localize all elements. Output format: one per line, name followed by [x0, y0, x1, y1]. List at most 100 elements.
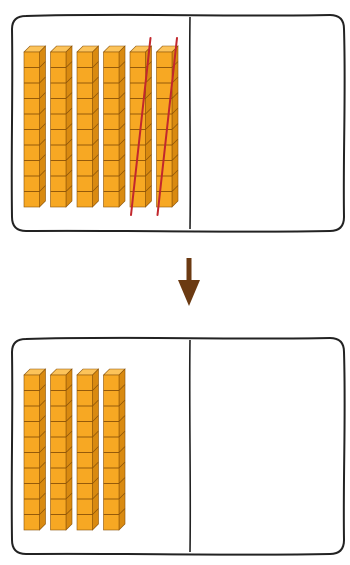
cube-seam-side: [118, 123, 126, 130]
cube-seam-side: [118, 461, 126, 469]
cube-seam-side: [65, 92, 73, 99]
cube-seam-side: [65, 492, 73, 500]
cube-seam-side: [92, 384, 99, 391]
cube-seam-side: [65, 508, 73, 515]
cube-seam-side: [65, 61, 73, 68]
cube-seam-side: [39, 185, 46, 192]
cube-seam-side: [145, 185, 152, 192]
cube-seam-side: [65, 76, 73, 84]
strike-through-mark: [156, 37, 178, 216]
ten-rod: [102, 368, 126, 531]
cube-seam-side: [39, 384, 46, 391]
ten-rod: [23, 45, 47, 208]
cube-seam-side: [145, 92, 152, 99]
cube-seam-side: [118, 492, 126, 500]
cube-seam-side: [118, 430, 126, 438]
cube-seam-side: [92, 508, 99, 515]
cube-seam-side: [65, 169, 73, 177]
cube-seam-side: [39, 154, 46, 161]
cube-seam-side: [39, 446, 46, 453]
cube-seam-side: [39, 123, 46, 130]
cube-seam-side: [65, 446, 73, 453]
cube-seam-side: [39, 492, 46, 500]
cube-seam-side: [92, 430, 99, 438]
cube-seam-side: [65, 185, 73, 192]
cube-seam-side: [145, 123, 152, 130]
ten-rod: [49, 368, 73, 531]
cube-seam-side: [65, 415, 73, 422]
before-panel: [10, 13, 346, 233]
cube-seam-side: [65, 477, 73, 484]
arrow-head: [178, 280, 200, 306]
ten-rod: [49, 45, 73, 208]
cube-seam-side: [65, 154, 73, 161]
cube-seam-side: [92, 399, 99, 407]
cube-seam-side: [171, 138, 179, 146]
cube-seam-side: [65, 384, 73, 391]
cube-seam-side: [65, 107, 73, 115]
ten-rod: [23, 368, 47, 531]
cube-seam-side: [39, 430, 46, 438]
cube-seam-side: [39, 76, 46, 84]
cube-seam-side: [171, 123, 179, 130]
strike-through-mark: [130, 37, 152, 216]
cube-seam-side: [92, 461, 99, 469]
cube-seam-side: [118, 399, 126, 407]
cube-seam-side: [92, 446, 99, 453]
cube-seam-side: [145, 138, 152, 146]
cube-seam-side: [145, 154, 152, 161]
cube-seam-side: [65, 430, 73, 438]
cube-seam-side: [65, 138, 73, 146]
cube-seam-side: [118, 477, 126, 484]
cube-seam-side: [39, 92, 46, 99]
cube-seam-side: [171, 92, 179, 99]
cube-seam-side: [39, 399, 46, 407]
column-divider: [188, 16, 192, 230]
cube-seam-side: [65, 461, 73, 469]
cube-seam-side: [171, 154, 179, 161]
cube-seam-side: [171, 107, 179, 115]
cube-seam-side: [171, 169, 179, 177]
cube-seam-side: [65, 399, 73, 407]
cube-seam-side: [92, 123, 99, 130]
cube-seam-side: [145, 107, 152, 115]
cube-seam-side: [92, 185, 99, 192]
cube-seam-side: [39, 138, 46, 146]
cube-seam-side: [118, 154, 126, 161]
cube-seam-side: [39, 477, 46, 484]
cube-seam-side: [145, 169, 152, 177]
cube-seam-side: [39, 169, 46, 177]
cube-seam-side: [39, 61, 46, 68]
cube-seam-side: [118, 508, 126, 515]
cube-seam-side: [118, 415, 126, 422]
cube-seam-side: [118, 107, 126, 115]
cube-seam-side: [92, 415, 99, 422]
cube-seam-side: [39, 415, 46, 422]
cube-seam-side: [171, 185, 179, 192]
cube-seam-side: [118, 92, 126, 99]
cube-seam-side: [92, 154, 99, 161]
cube-seam-side: [92, 76, 99, 84]
cube-seam-side: [92, 169, 99, 177]
cube-seam-side: [92, 138, 99, 146]
cube-seam-side: [118, 76, 126, 84]
cube-seam-side: [118, 61, 126, 68]
cube-seam-side: [92, 477, 99, 484]
column-divider: [188, 339, 192, 553]
cube-seam-side: [39, 461, 46, 469]
cube-seam-side: [39, 107, 46, 115]
cube-seam-side: [65, 123, 73, 130]
cube-seam-side: [39, 508, 46, 515]
cube-seam-side: [92, 61, 99, 68]
ten-rod: [76, 45, 100, 208]
cube-seam-side: [118, 384, 126, 391]
cube-seam-side: [118, 446, 126, 453]
cube-seam-side: [92, 492, 99, 500]
ten-rod: [76, 368, 100, 531]
down-arrow-icon: [178, 258, 200, 306]
ten-rod: [102, 45, 126, 208]
cube-seam-side: [118, 169, 126, 177]
after-panel: [10, 336, 346, 556]
